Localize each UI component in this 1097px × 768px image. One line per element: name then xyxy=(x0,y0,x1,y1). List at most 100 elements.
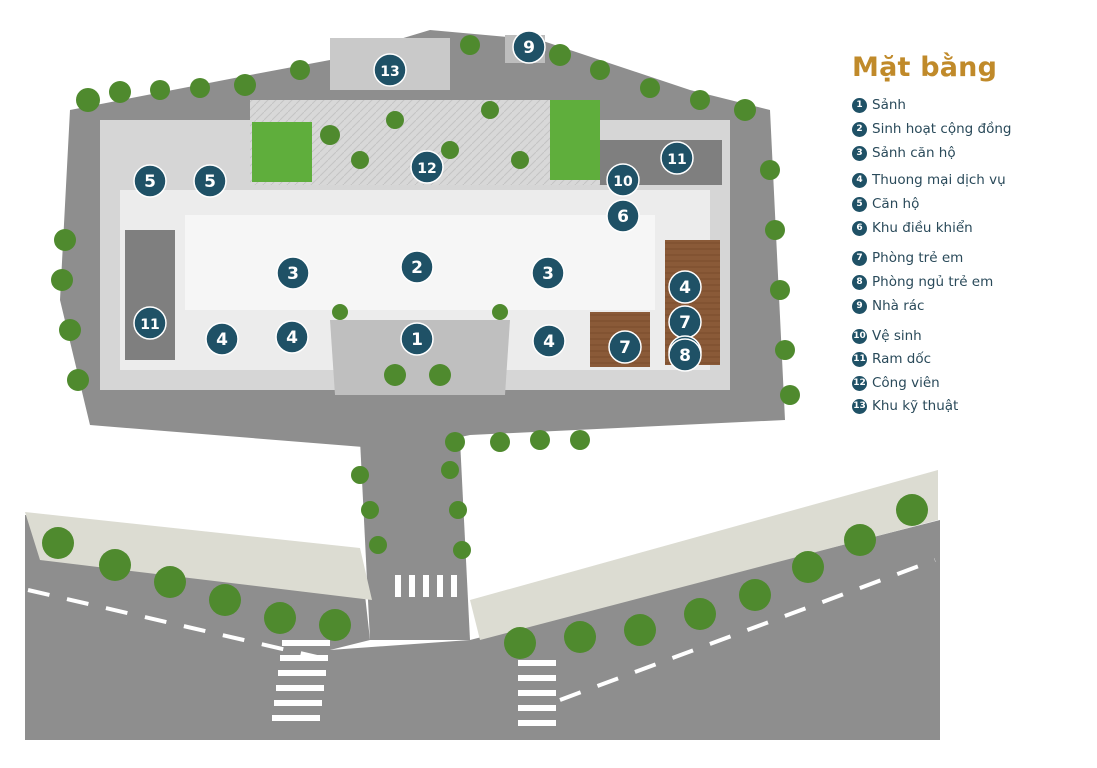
legend-item: 4 Thuong mại dịch vụ xyxy=(852,170,1006,190)
legend-label: Ram dốc xyxy=(872,351,932,367)
marker-number: 5 xyxy=(144,172,156,192)
marker-circle xyxy=(606,163,640,197)
crosswalk-west xyxy=(272,640,330,721)
plan-marker-13: 13 xyxy=(373,53,407,87)
marker-number: 7 xyxy=(619,338,631,358)
plan-marker-5: 5 xyxy=(133,164,167,198)
legend-label: Căn hộ xyxy=(872,196,920,212)
legend-number-badge: 2 xyxy=(852,121,867,137)
plan-marker-4: 4 xyxy=(205,322,239,356)
marker-circle xyxy=(133,306,167,340)
legend-label: Sinh hoạt cộng đồng xyxy=(872,121,1012,137)
marker-circle xyxy=(400,322,434,356)
marker-circle xyxy=(275,320,309,354)
legend-number-badge: 7 xyxy=(852,250,867,266)
plan-marker-3: 3 xyxy=(276,256,310,290)
legend-label: Vệ sinh xyxy=(872,328,922,344)
marker-number: 5 xyxy=(204,172,216,192)
plan-marker-8: 8 xyxy=(668,338,702,372)
marker-circle xyxy=(668,270,702,304)
legend-title: Mặt bằng xyxy=(852,52,998,83)
legend-number-badge: 1 xyxy=(852,97,867,113)
plan-marker-4: 4 xyxy=(275,320,309,354)
plan-marker-2: 2 xyxy=(400,250,434,284)
plan-marker-3: 3 xyxy=(531,256,565,290)
marker-number: 4 xyxy=(286,328,298,348)
marker-number: 3 xyxy=(542,264,554,284)
crosswalk-driveway xyxy=(395,575,457,597)
marker-circle xyxy=(531,256,565,290)
plan-marker-1: 1 xyxy=(400,322,434,356)
legend-number-badge: 13 xyxy=(852,398,867,414)
marker-circle xyxy=(276,256,310,290)
marker-number: 7 xyxy=(679,313,691,333)
legend-label: Phòng trẻ em xyxy=(872,250,964,266)
plan-marker-6: 6 xyxy=(606,199,640,233)
marker-number: 4 xyxy=(216,330,228,350)
marker-number: 10 xyxy=(613,174,633,190)
marker-number: 6 xyxy=(617,207,629,227)
marker-circle xyxy=(410,150,444,184)
marker-number: 1 xyxy=(411,330,423,350)
legend-item: 12 Công viên xyxy=(852,373,940,393)
marker-number: 9 xyxy=(523,38,535,58)
crosswalk-east xyxy=(518,660,556,726)
marker-circle xyxy=(532,324,566,358)
legend-label: Nhà rác xyxy=(872,298,925,314)
legend-item: 3 Sảnh căn hộ xyxy=(852,143,956,163)
legend-label: Công viên xyxy=(872,375,940,391)
plan-marker-12: 12 xyxy=(410,150,444,184)
legend-item: 11 Ram dốc xyxy=(852,349,931,369)
lawn-west xyxy=(252,122,312,182)
marker-number: 13 xyxy=(380,64,399,80)
legend-number-badge: 3 xyxy=(852,145,867,161)
marker-circle xyxy=(400,250,434,284)
entrance-plaza xyxy=(330,320,510,395)
legend-number-badge: 9 xyxy=(852,298,867,314)
landscape-trees xyxy=(42,35,928,659)
legend-label: Khu kỹ thuật xyxy=(872,398,959,414)
marker-number: 4 xyxy=(543,332,555,352)
marker-circle xyxy=(608,330,642,364)
plan-markers: 12334444556777891011111213 xyxy=(133,30,702,372)
legend-item: 9 Nhà rác xyxy=(852,296,924,316)
marker-number: 8 xyxy=(679,346,691,366)
marker-number: 3 xyxy=(287,264,299,284)
marker-circle xyxy=(512,30,546,64)
legend-item: 7 Phòng trẻ em xyxy=(852,248,963,268)
ramp-west xyxy=(125,230,175,360)
legend-label: Sảnh căn hộ xyxy=(872,145,956,161)
marker-circle xyxy=(373,53,407,87)
marker-number: 2 xyxy=(411,258,423,278)
legend-label: Phòng ngủ trẻ em xyxy=(872,274,994,290)
sidewalk-east xyxy=(470,470,938,640)
marker-circle xyxy=(660,141,694,175)
legend-number-badge: 4 xyxy=(852,172,867,188)
plan-marker-5: 5 xyxy=(193,164,227,198)
legend-label: Thuong mại dịch vụ xyxy=(872,172,1006,188)
plan-marker-4: 4 xyxy=(532,324,566,358)
lawn-east xyxy=(550,100,600,180)
plan-marker-11: 11 xyxy=(660,141,694,175)
plan-marker-7: 7 xyxy=(668,305,702,339)
marker-circle xyxy=(193,164,227,198)
plan-marker-7: 7 xyxy=(608,330,642,364)
plan-marker-11: 11 xyxy=(133,306,167,340)
plan-marker-9: 9 xyxy=(512,30,546,64)
marker-circle xyxy=(133,164,167,198)
marker-number: 4 xyxy=(679,278,691,298)
lane-marking-east xyxy=(559,558,936,702)
marker-number: 12 xyxy=(417,161,436,177)
legend-number-badge: 12 xyxy=(852,375,867,391)
marker-number: 11 xyxy=(667,152,686,168)
legend-number-badge: 11 xyxy=(852,351,867,367)
marker-circle xyxy=(668,338,702,372)
lane-marking-west xyxy=(27,588,331,662)
